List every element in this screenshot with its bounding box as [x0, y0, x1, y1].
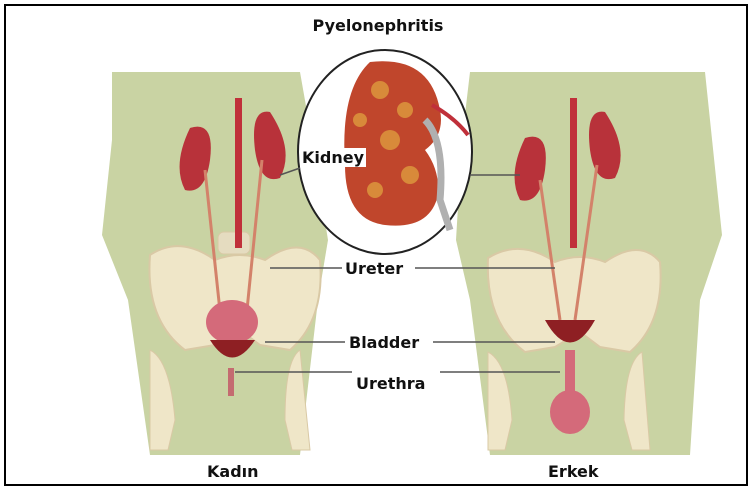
label-kidney: Kidney	[300, 148, 366, 167]
label-urethra: Urethra	[356, 374, 425, 393]
caption-female: Kadın	[207, 462, 259, 481]
caption-male: Erkek	[548, 462, 599, 481]
label-bladder: Bladder	[349, 333, 419, 352]
diagram-title: Pyelonephritis	[0, 16, 756, 35]
label-ureter: Ureter	[345, 259, 403, 278]
